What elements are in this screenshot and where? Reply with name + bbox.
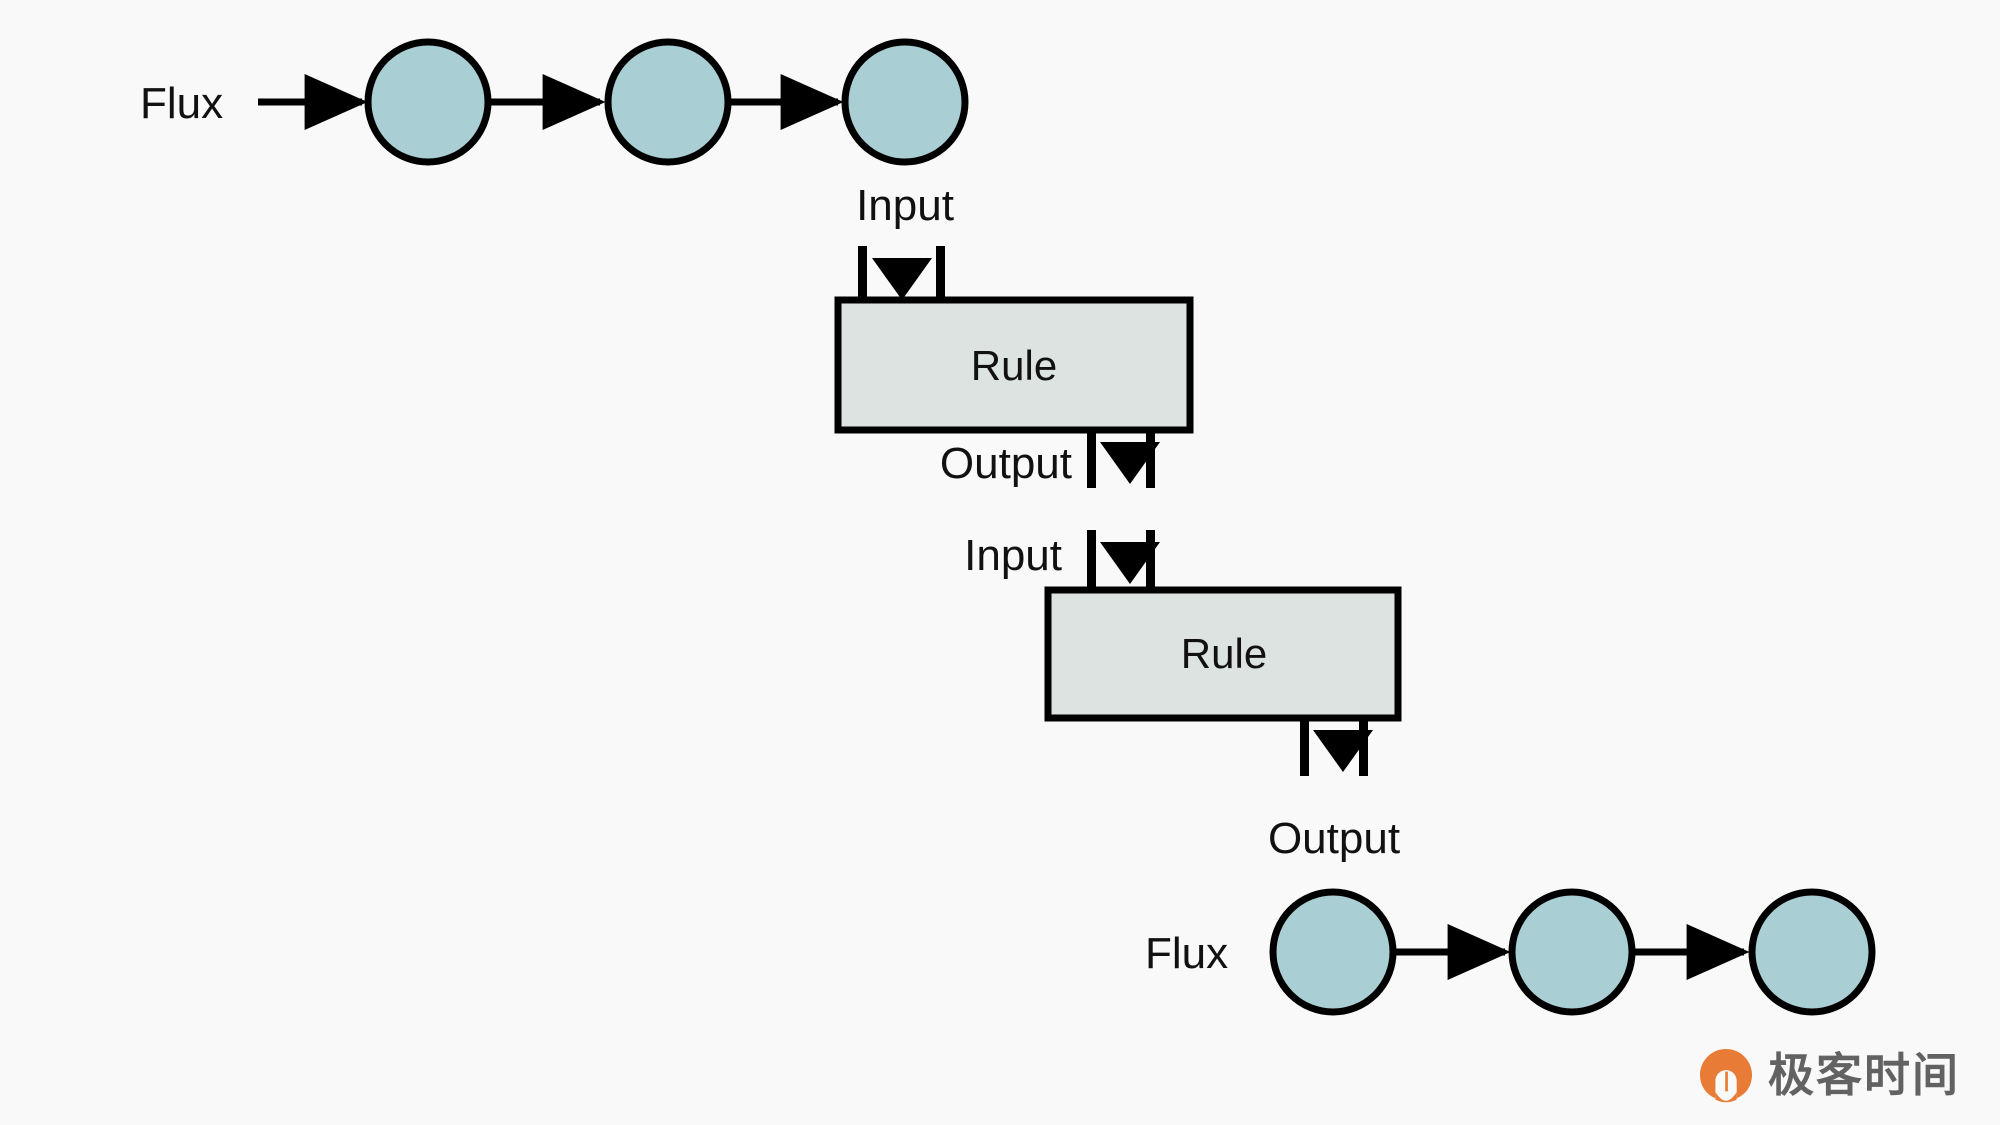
output-1-right-post [1146, 430, 1155, 488]
top-node-2[interactable] [604, 38, 732, 166]
input-2-connector[interactable] [1087, 530, 1160, 590]
output-2-left-post [1300, 718, 1309, 776]
rule-2-box[interactable]: Rule [1044, 586, 1402, 722]
output-2-right-post [1359, 718, 1368, 776]
input-1-left-post [858, 246, 867, 304]
rule-2-label: Rule [1181, 630, 1267, 677]
input-1-triangle-icon [872, 258, 932, 300]
input-1-right-post [936, 246, 945, 304]
input-2-label: Input [964, 531, 1062, 580]
output-1-label: Output [940, 439, 1072, 488]
output-1-connector[interactable] [1087, 430, 1160, 488]
input-2-triangle-icon [1100, 542, 1160, 584]
output-1-left-post [1087, 430, 1096, 488]
rule-1-label: Rule [971, 342, 1057, 389]
input-2-right-post [1146, 530, 1155, 590]
bottom-node-3[interactable] [1748, 888, 1876, 1016]
flux-top-label: Flux [140, 79, 223, 128]
rule-1-rect [834, 296, 1194, 434]
output-2-connector[interactable] [1300, 718, 1373, 776]
bottom-node-1[interactable] [1269, 888, 1397, 1016]
input-1-connector[interactable] [858, 246, 945, 304]
rule-2-rect [1044, 586, 1402, 722]
output-1-triangle-icon [1100, 442, 1160, 484]
top-node-1[interactable] [364, 38, 492, 166]
output-2-triangle-icon [1313, 730, 1373, 772]
top-node-3[interactable] [841, 38, 969, 166]
output-2-label: Output [1268, 814, 1400, 863]
input-2-left-post [1087, 530, 1096, 590]
bottom-node-2[interactable] [1508, 888, 1636, 1016]
flux-bottom-label: Flux [1145, 929, 1228, 978]
rule-1-box[interactable]: Rule [834, 296, 1194, 434]
input-1-label: Input [856, 181, 954, 230]
